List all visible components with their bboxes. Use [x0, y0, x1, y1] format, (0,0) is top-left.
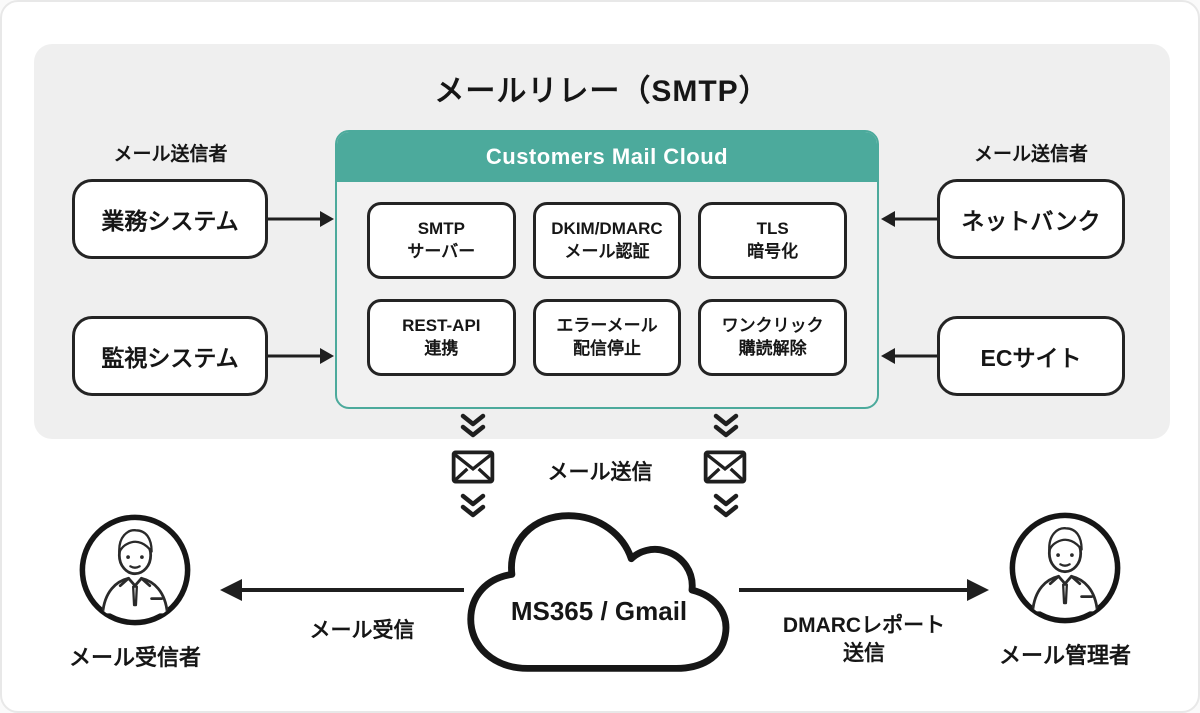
- envelope-icon: [703, 450, 747, 484]
- arrow-right-icon: [268, 211, 334, 227]
- mail-receive-label: メール受信: [309, 619, 415, 642]
- feature-line: DKIM/DMARC: [551, 218, 663, 238]
- node-business-system: 業務システム: [72, 179, 268, 259]
- feature-line: エラーメール: [556, 315, 658, 335]
- feature-line: TLS: [756, 218, 789, 238]
- chevron-down-icon: [460, 413, 486, 438]
- node-ec-site: ECサイト: [937, 316, 1125, 396]
- feature-rest-api: REST-API 連携: [367, 299, 516, 376]
- node-net-bank: ネットバンク: [937, 179, 1125, 259]
- mail-send-label: メール送信: [547, 461, 653, 484]
- mail-receiver-label: メール受信者: [68, 645, 201, 670]
- feature-line: メール認証: [564, 241, 650, 261]
- customers-mail-cloud-container: Customers Mail Cloud SMTP サーバー DKIM/DMAR…: [335, 130, 879, 409]
- person-avatar-icon: [79, 514, 191, 626]
- node-label: ネットバンク: [961, 208, 1101, 234]
- arrow-right-icon: [268, 348, 334, 364]
- dmarc-report-label-line1: DMARCレポート: [782, 614, 946, 637]
- chevron-down-icon: [713, 493, 739, 518]
- envelope-icon: [451, 450, 495, 484]
- arrow-left-icon: [881, 348, 937, 364]
- cloud-shape: [467, 512, 730, 672]
- node-label: ECサイト: [980, 345, 1082, 371]
- person-avatar-icon: [1009, 512, 1121, 624]
- feature-line: SMTP: [417, 218, 465, 238]
- dmarc-report-label: DMARCレポート 送信: [744, 612, 984, 669]
- arrow-left-icon: [220, 578, 464, 602]
- feature-line: 購読解除: [738, 338, 807, 358]
- feature-dkim-dmarc: DKIM/DMARC メール認証: [532, 202, 682, 279]
- feature-line: 配信停止: [572, 338, 641, 358]
- cloud-service-label: MS365 / Gmail: [510, 596, 688, 626]
- node-label: 業務システム: [101, 208, 239, 234]
- node-label: 監視システム: [101, 345, 239, 371]
- chevron-down-icon: [713, 413, 739, 438]
- arrow-left-icon: [881, 211, 937, 227]
- node-monitoring-system: 監視システム: [72, 316, 268, 396]
- diagram-title: メールリレー（SMTP）: [434, 75, 770, 108]
- feature-line: REST-API: [402, 315, 481, 335]
- feature-one-click-unsubscribe: ワンクリック 購読解除: [698, 299, 847, 376]
- feature-line: 暗号化: [747, 241, 799, 261]
- right-sender-group-label: メール送信者: [973, 144, 1088, 165]
- chevron-down-icon: [460, 493, 486, 518]
- feature-smtp-server: SMTP サーバー: [367, 202, 516, 279]
- dmarc-report-label-line2: 送信: [843, 642, 885, 666]
- mail-admin-label: メール管理者: [998, 643, 1131, 668]
- feature-grid: SMTP サーバー DKIM/DMARC メール認証 TLS 暗号化 REST-…: [367, 202, 847, 376]
- feature-error-mail-stop: エラーメール 配信停止: [532, 299, 682, 376]
- feature-line: 連携: [424, 338, 459, 358]
- feature-line: ワンクリック: [721, 315, 824, 335]
- arrow-right-icon: [739, 578, 989, 602]
- feature-tls: TLS 暗号化: [698, 202, 847, 279]
- feature-line: サーバー: [407, 241, 476, 261]
- customers-mail-cloud-header: Customers Mail Cloud: [337, 132, 877, 182]
- left-sender-group-label: メール送信者: [113, 144, 228, 165]
